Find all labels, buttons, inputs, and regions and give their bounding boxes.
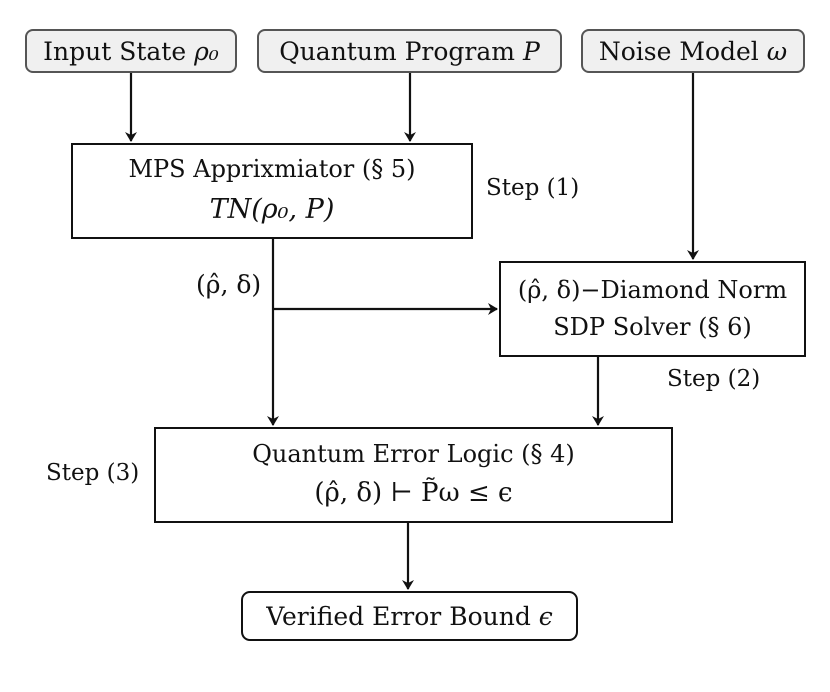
quantum-program-box: Quantum Program P	[257, 29, 562, 73]
sdp-solver-box: (ρ̂, δ)−Diamond Norm SDP Solver (§ 6)	[499, 261, 806, 357]
rho-delta-label: (ρ̂, δ)	[196, 270, 262, 299]
quantum-program-text: Quantum Program P	[279, 37, 540, 66]
sdp-title: (ρ̂, δ)−Diamond Norm	[517, 275, 788, 304]
noise-model-box: Noise Model ω	[581, 29, 805, 73]
sdp-subtitle: SDP Solver (§ 6)	[553, 313, 752, 341]
noise-model-symbol: ω	[766, 36, 788, 66]
step3-label: Step (3)	[46, 460, 140, 486]
mps-title: MPS Apprixmiator (§ 5)	[128, 155, 416, 184]
noise-model-label: Noise Model	[598, 36, 767, 66]
output-label: Verified Error Bound	[266, 601, 539, 631]
mps-approximator-box: MPS Apprixmiator (§ 5) TN(ρ₀, P)	[71, 143, 473, 239]
input-state-text: Input State ρ₀	[43, 37, 219, 66]
step1-label: Step (1)	[486, 175, 580, 201]
step2-label: Step (2)	[667, 366, 761, 392]
verified-error-bound-box: Verified Error Bound ϵ	[241, 591, 578, 641]
input-state-symbol: ρ₀	[194, 36, 219, 66]
input-state-box: Input State ρ₀	[25, 29, 237, 73]
quantum-error-logic-box: Quantum Error Logic (§ 4) (ρ̂, δ) ⊢ P̃ω …	[154, 427, 673, 523]
logic-title: Quantum Error Logic (§ 4)	[252, 440, 575, 469]
quantum-program-label: Quantum Program	[279, 36, 523, 66]
output-symbol: ϵ	[538, 601, 553, 631]
output-text: Verified Error Bound ϵ	[266, 602, 553, 631]
mps-formula: TN(ρ₀, P)	[209, 193, 335, 225]
quantum-program-symbol: P	[522, 36, 540, 66]
noise-model-text: Noise Model ω	[599, 37, 787, 66]
logic-formula: (ρ̂, δ) ⊢ P̃ω ≤ ϵ	[314, 478, 513, 509]
input-state-label: Input State	[43, 36, 195, 66]
